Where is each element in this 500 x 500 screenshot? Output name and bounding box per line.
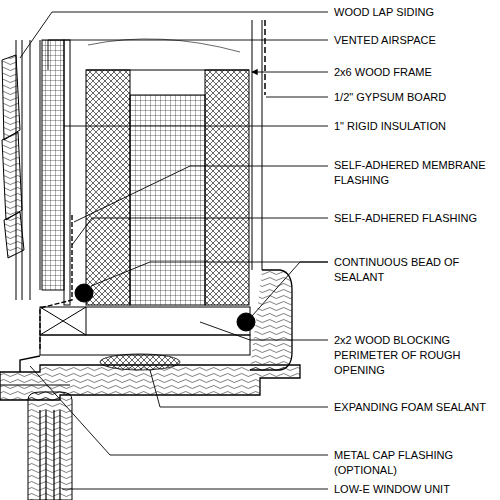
interior-casing bbox=[250, 270, 292, 370]
low-e-glazing bbox=[28, 392, 72, 500]
callout-label: LOW-E WINDOW UNIT bbox=[333, 482, 451, 497]
callout-label: SELF-ADHERED MEMBRANE FLASHING bbox=[333, 158, 500, 188]
callout-label: METAL CAP FLASHING (OPTIONAL) bbox=[333, 448, 500, 478]
stud-frame bbox=[86, 39, 249, 305]
gypsum-board bbox=[252, 20, 262, 270]
wood-blocking bbox=[40, 307, 250, 355]
membrane-flashing bbox=[40, 215, 72, 350]
callout-label: 2x2 WOOD BLOCKING PERIMETER OF ROUGH OPE… bbox=[333, 333, 500, 378]
lap-siding bbox=[2, 40, 24, 300]
callout-label: 2x6 WOOD FRAME bbox=[333, 65, 433, 80]
callout-label: 1" RIGID INSULATION bbox=[333, 119, 447, 134]
sealant-bead bbox=[75, 284, 93, 302]
callout-label: SELF-ADHERED FLASHING bbox=[333, 211, 478, 226]
callout-label: WOOD LAP SIDING bbox=[333, 5, 435, 20]
callout-label: 1/2" GYPSUM BOARD bbox=[333, 90, 447, 105]
furring bbox=[30, 40, 40, 300]
callout-label: CONTINUOUS BEAD OF SEALANT bbox=[333, 255, 500, 285]
sheathing bbox=[64, 40, 70, 305]
rigid-insulation bbox=[42, 40, 64, 290]
callout-label: VENTED AIRSPACE bbox=[333, 33, 437, 48]
leader-lines bbox=[20, 12, 328, 489]
metal-cap-flashing bbox=[20, 356, 40, 372]
callout-label: EXPANDING FOAM SEALANT bbox=[333, 400, 487, 415]
